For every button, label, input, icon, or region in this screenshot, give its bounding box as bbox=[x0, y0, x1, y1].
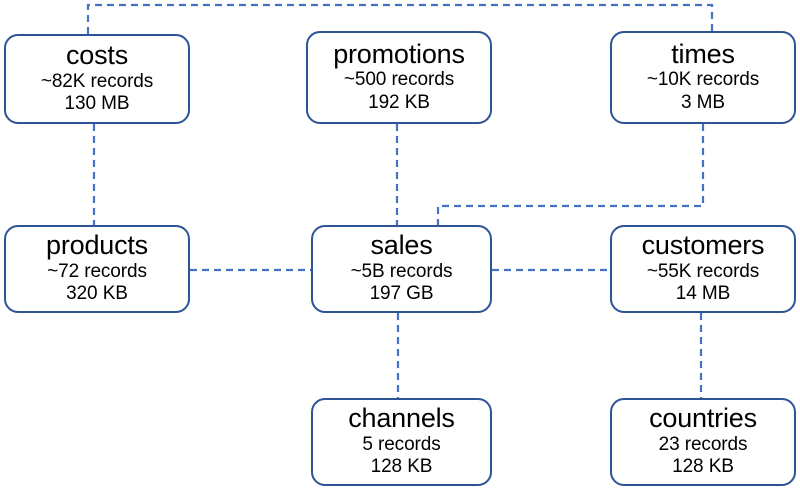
node-sales[interactable]: sales ~5B records 197 GB bbox=[311, 225, 492, 313]
node-title: products bbox=[46, 230, 148, 261]
node-channels[interactable]: channels 5 records 128 KB bbox=[311, 398, 492, 486]
node-record-count: ~10K records bbox=[646, 69, 760, 91]
node-promotions[interactable]: promotions ~500 records 192 KB bbox=[306, 31, 492, 124]
node-title: promotions bbox=[333, 38, 465, 69]
node-size: 197 GB bbox=[369, 283, 434, 305]
node-size: 320 KB bbox=[66, 283, 128, 305]
node-record-count: ~82K records bbox=[40, 70, 154, 92]
node-size: 130 MB bbox=[64, 93, 130, 115]
node-countries[interactable]: countries 23 records 128 KB bbox=[610, 398, 796, 486]
node-products[interactable]: products ~72 records 320 KB bbox=[4, 225, 190, 313]
node-size: 128 KB bbox=[672, 456, 734, 478]
node-record-count: 23 records bbox=[658, 433, 748, 455]
node-title: sales bbox=[370, 230, 433, 261]
node-size: 192 KB bbox=[368, 91, 430, 113]
node-title: countries bbox=[649, 403, 757, 434]
node-title: customers bbox=[641, 230, 765, 261]
node-size: 3 MB bbox=[681, 91, 725, 113]
node-title: channels bbox=[348, 403, 455, 434]
node-size: 14 MB bbox=[675, 283, 731, 305]
node-record-count: 5 records bbox=[362, 433, 441, 455]
node-title: costs bbox=[65, 40, 129, 71]
node-record-count: ~5B records bbox=[350, 260, 453, 282]
node-costs[interactable]: costs ~82K records 130 MB bbox=[4, 34, 190, 124]
connector-times-sales bbox=[436, 124, 705, 225]
node-record-count: ~55K records bbox=[646, 260, 760, 282]
node-customers[interactable]: customers ~55K records 14 MB bbox=[610, 225, 796, 313]
node-record-count: ~72 records bbox=[47, 260, 147, 282]
node-times[interactable]: times ~10K records 3 MB bbox=[610, 31, 796, 124]
node-record-count: ~500 records bbox=[343, 69, 455, 91]
connector-costs-times bbox=[86, 3, 714, 34]
node-size: 128 KB bbox=[370, 456, 433, 478]
node-title: times bbox=[671, 38, 735, 69]
